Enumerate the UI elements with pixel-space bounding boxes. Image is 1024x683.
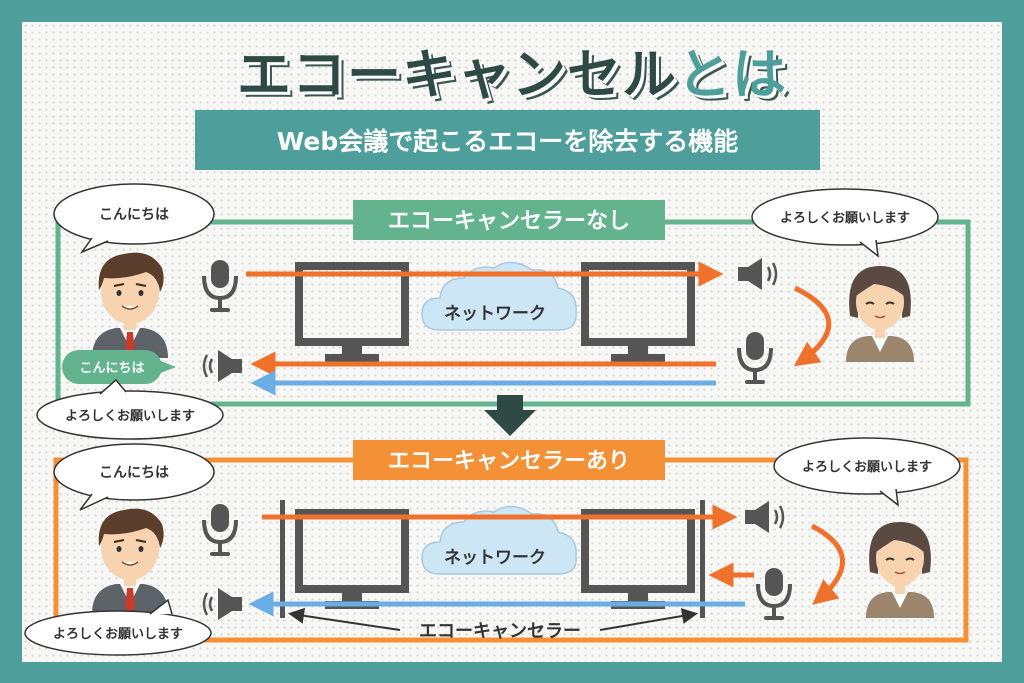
woman-speaker-avatar [865, 521, 935, 619]
man-speaker-avatar [91, 507, 169, 615]
speaker-icon [743, 499, 785, 535]
network-label: ネットワーク [444, 548, 546, 568]
speaker-icon [736, 256, 778, 292]
man-bubble-text: こんにちは [99, 465, 169, 481]
network-label: ネットワーク [444, 304, 546, 324]
reply-bubble-text: よろしくお願いします [53, 627, 183, 642]
panel-with-label-box [353, 440, 665, 480]
microphone-icon [737, 330, 773, 386]
panel-with-label: エコーキャンセラーあり [388, 449, 630, 474]
panel-without-label: エコーキャンセラーなし [388, 209, 630, 234]
man-speech-bubble: こんにちは [53, 183, 215, 254]
subtitle-text: Web会議で起こるエコーを除去する機能 [276, 127, 739, 156]
woman-speaker-avatar [845, 265, 915, 363]
man-bubble-text: こんにちは [99, 207, 169, 223]
reply-speech-bubble: よろしくお願いします [24, 598, 212, 656]
echo-speech-bubble: こんにちは [62, 350, 176, 384]
reply-speech-bubble: よろしくお願いします [36, 378, 224, 440]
man-speaker-avatar [91, 251, 169, 359]
canceller-pointer-arrow [288, 607, 401, 631]
down-arrow-icon [484, 395, 536, 436]
monitor-icon [299, 513, 405, 609]
echo-canceller-bar [280, 500, 285, 618]
woman-bubble-text: よろしくお願いします [802, 460, 932, 475]
title: エコーキャンセルとは [0, 30, 1024, 109]
speaker-to-mic-echo-arrow [793, 285, 832, 367]
monitor-icon [585, 513, 691, 609]
echo-canceller-bar [700, 500, 705, 618]
monitor-icon [299, 266, 405, 362]
speaker-icon [202, 586, 244, 622]
canceller-label: エコーキャンセラー [419, 621, 581, 642]
echo-bubble-text: こんにちは [79, 361, 144, 376]
title-main: エコーキャンセル [237, 43, 677, 106]
speaker-icon [202, 348, 244, 384]
subtitle-banner: Web会議で起こるエコーを除去する機能 [195, 110, 820, 170]
woman-speech-bubble: よろしくお願いします [751, 188, 939, 258]
microphone-icon [202, 258, 238, 314]
panel-without-label-box [353, 200, 665, 240]
man-speech-bubble: こんにちは [53, 443, 215, 511]
woman-speech-bubble: よろしくお願いします [773, 437, 961, 507]
title-accent: とは [677, 43, 787, 106]
reply-bubble-text: よろしくお願いします [65, 409, 195, 424]
canceller-pointer-arrow [599, 608, 698, 631]
woman-bubble-text: よろしくお願いします [780, 211, 910, 226]
speaker-to-mic-echo-arrow [810, 523, 846, 605]
monitor-icon [585, 266, 691, 362]
microphone-icon [756, 566, 792, 622]
microphone-icon [202, 502, 238, 558]
